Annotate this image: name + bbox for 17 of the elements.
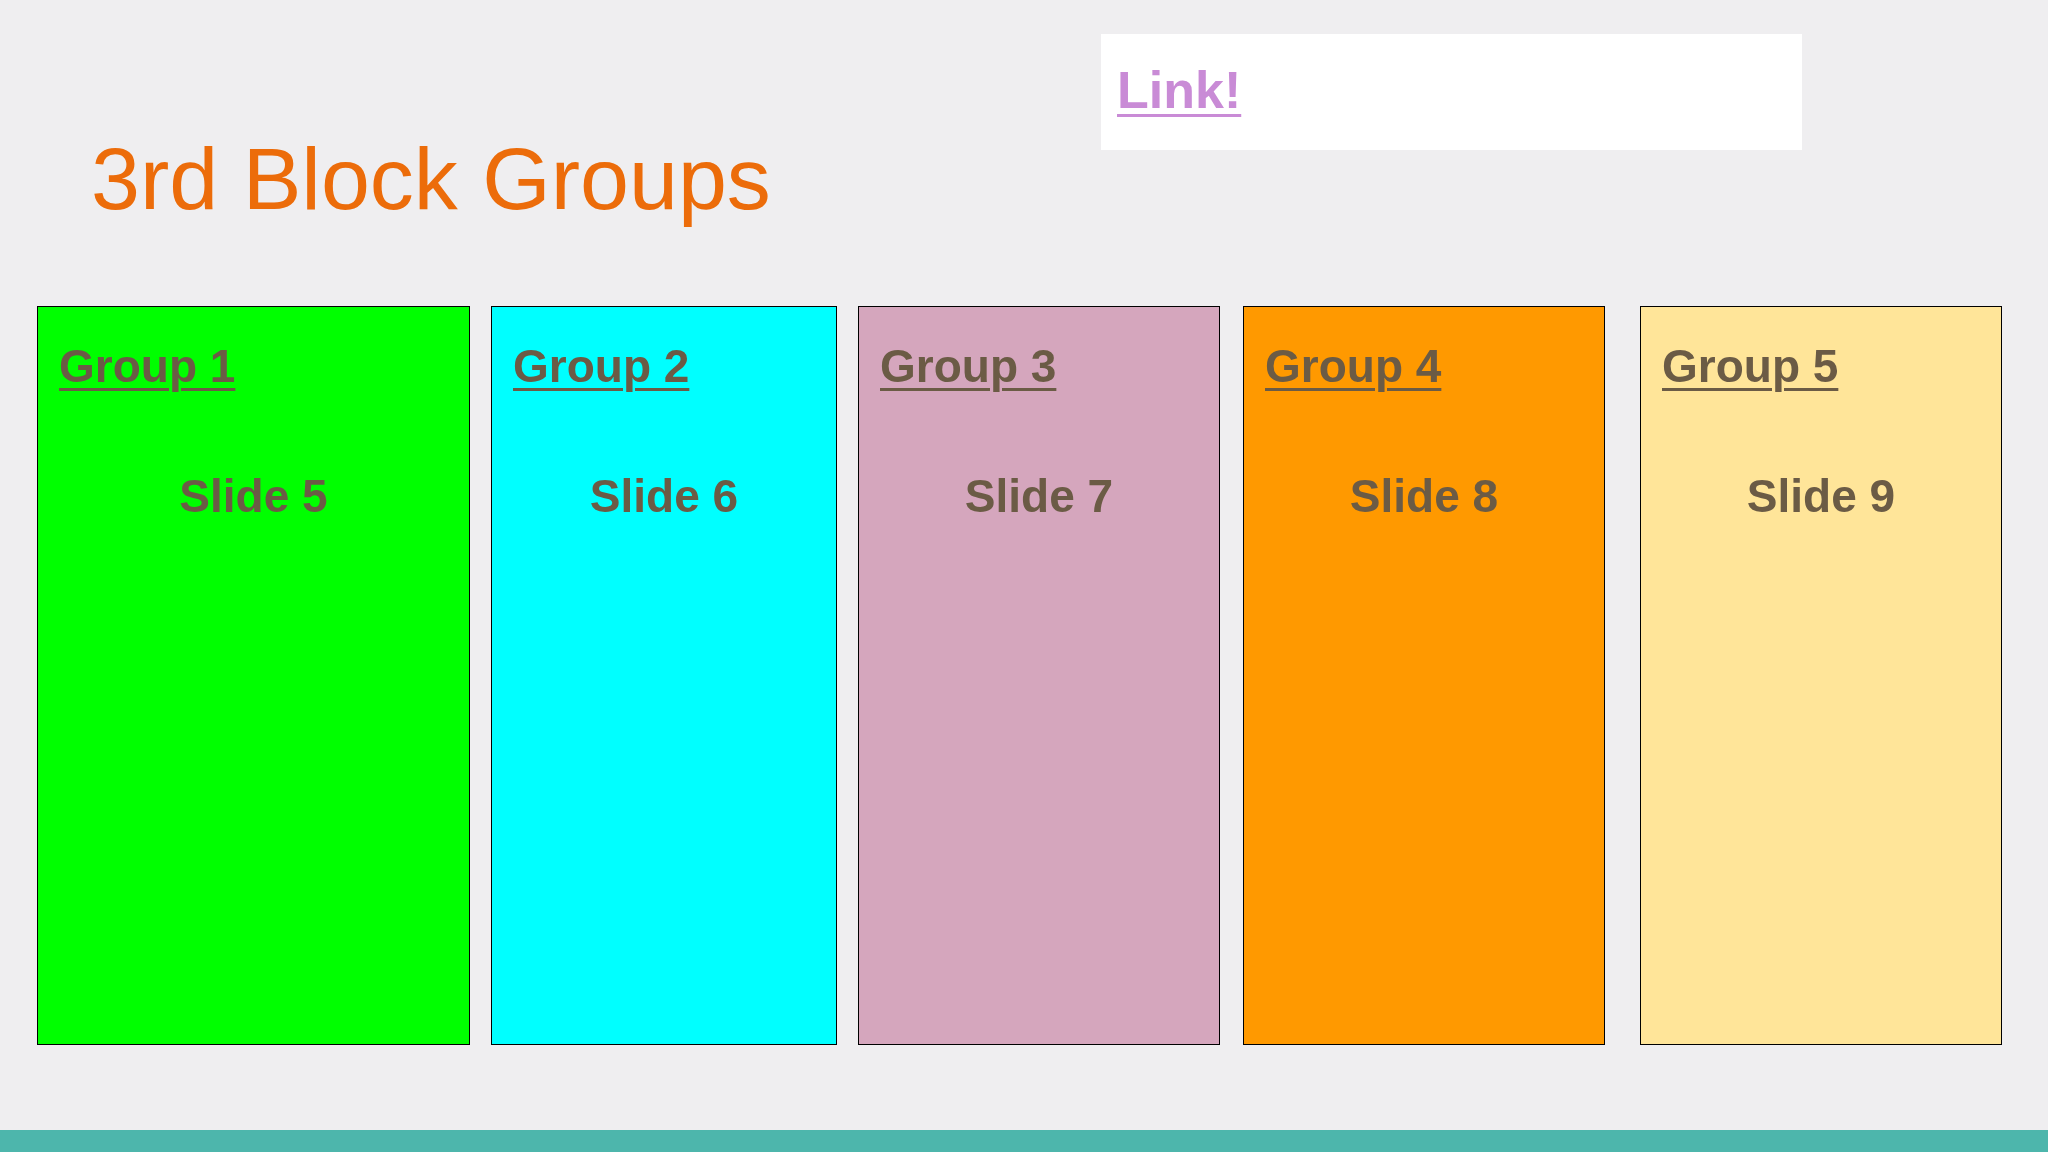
group-heading: Group 2 bbox=[513, 339, 690, 393]
group-panel bbox=[491, 306, 837, 1045]
group-panel bbox=[1243, 306, 1605, 1045]
group-panel bbox=[858, 306, 1220, 1045]
group-heading: Group 5 bbox=[1662, 339, 1839, 393]
group-heading: Group 4 bbox=[1265, 339, 1442, 393]
group-panel bbox=[37, 306, 470, 1045]
link: Link! bbox=[1117, 60, 1242, 120]
group-heading: Group 1 bbox=[59, 339, 236, 393]
slide-title: 3rd Block Groups bbox=[91, 128, 771, 230]
slide-label: Slide 5 bbox=[179, 470, 328, 522]
group-panel bbox=[1640, 306, 2002, 1045]
slide-label: Slide 9 bbox=[1746, 470, 1896, 522]
group-heading: Group 3 bbox=[880, 339, 1057, 393]
slide-label: Slide 8 bbox=[1349, 470, 1499, 522]
slide-label: Slide 7 bbox=[964, 470, 1114, 522]
slide-label: Slide 6 bbox=[589, 470, 739, 522]
